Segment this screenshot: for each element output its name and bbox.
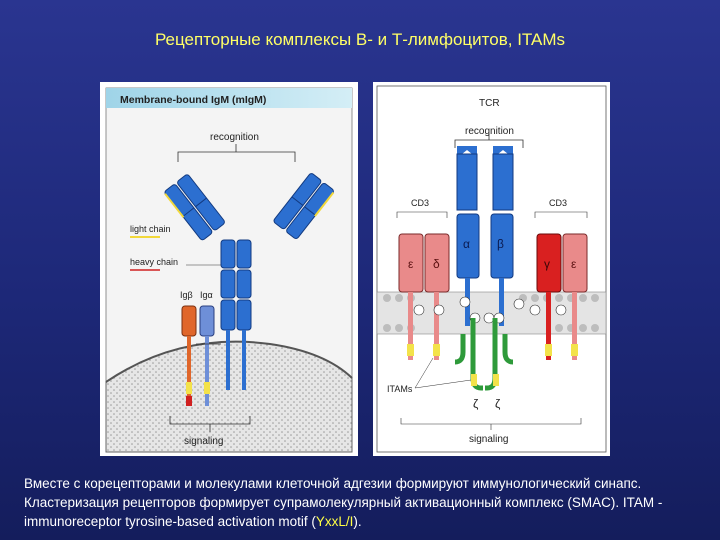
light-chain-label: light chain: [130, 224, 171, 234]
cd3-right-label: CD3: [549, 198, 567, 208]
bcr-signaling-label: signaling: [184, 436, 223, 447]
igb-domain: [182, 306, 196, 336]
slide-title: Рецепторные комплексы В- и Т-лимфоцитов,…: [0, 30, 720, 50]
itams-label: ITAMs: [387, 384, 413, 394]
zeta-left-label: ζ: [473, 397, 479, 411]
bcr-diagram-panel: Membrane-bound IgM (mIgM) recognition: [100, 82, 358, 456]
delta-label: δ: [433, 257, 440, 271]
caption-end: ).: [353, 514, 361, 529]
tcr-signaling-label: signaling: [469, 434, 508, 445]
gamma-label: γ: [544, 257, 550, 271]
alpha-label: α: [463, 237, 470, 251]
igb-label: Igβ: [180, 290, 193, 300]
epsilon-right-label: ε: [571, 257, 577, 271]
tcr-recognition-label: recognition: [465, 126, 514, 137]
zeta-right-label: ζ: [495, 397, 501, 411]
caption-highlight: YxxL/I: [316, 514, 354, 529]
epsilon-left-label: ε: [408, 257, 414, 271]
iga-domain: [200, 306, 214, 336]
bcr-header: Membrane-bound IgM (mIgM): [120, 94, 266, 106]
bcr-recognition-label: recognition: [210, 132, 259, 143]
cd3-left-label: CD3: [411, 198, 429, 208]
tcr-diagram-panel: TCR recognition α β CD3 CD3: [373, 82, 610, 456]
caption: Вместе с корецепторами и молекулами клет…: [24, 474, 704, 531]
tcr-label: TCR: [479, 98, 500, 109]
iga-label: Igα: [200, 290, 213, 300]
bcr-diagram: Membrane-bound IgM (mIgM) recognition: [100, 82, 358, 456]
beta-label: β: [497, 237, 504, 251]
tcr-diagram: TCR recognition α β CD3 CD3: [373, 82, 610, 456]
heavy-chain-label: heavy chain: [130, 257, 178, 267]
